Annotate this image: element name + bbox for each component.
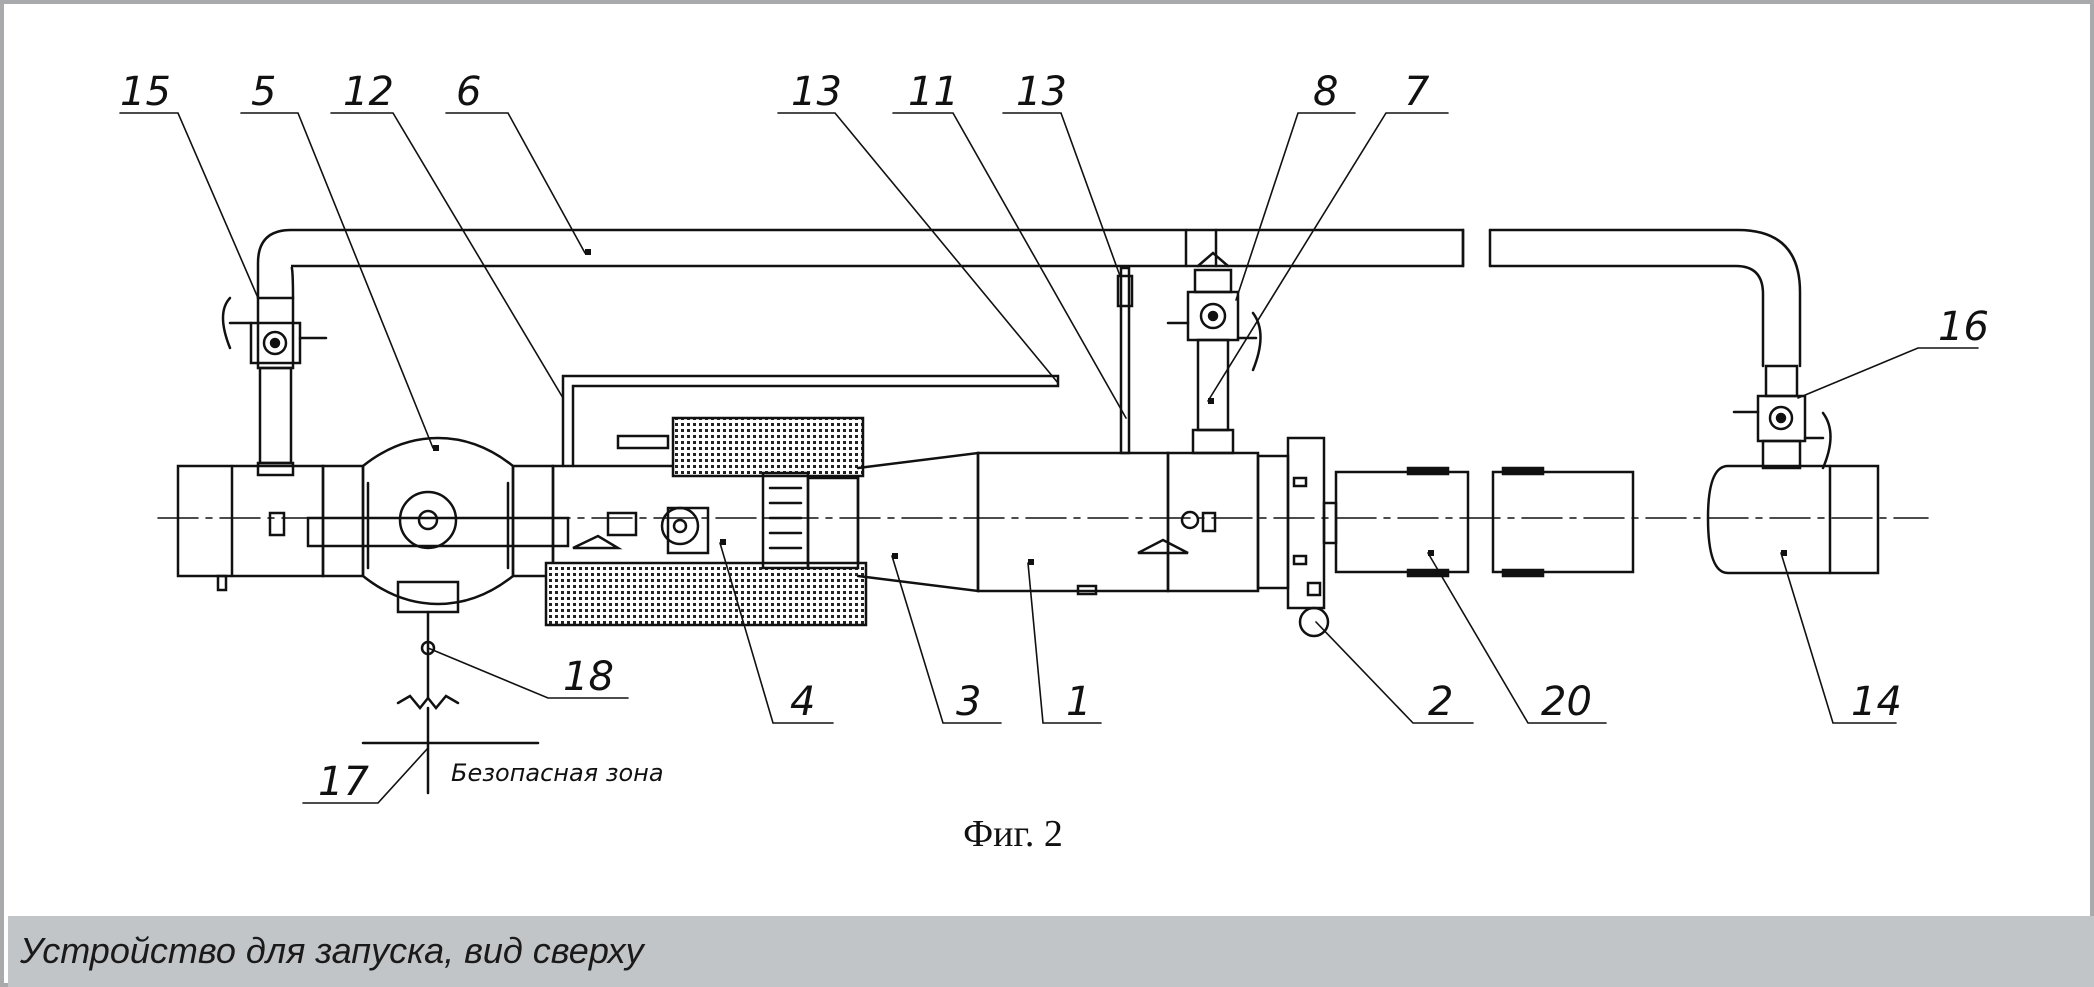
safe-zone-label: Безопасная зона [451, 759, 664, 787]
callout-16: 16 [1938, 304, 1989, 350]
closure-flange [1256, 436, 1338, 638]
leader-lines [119, 112, 1979, 804]
callout-20: 20 [1541, 679, 1592, 725]
figure-title: Фиг. 2 [963, 813, 1063, 855]
ball-valve [306, 436, 570, 700]
callout-15: 15 [120, 69, 171, 115]
callout-8: 8 [1313, 69, 1338, 115]
callout-1: 1 [1066, 679, 1091, 725]
callout-17: 17 [318, 759, 369, 805]
callout-13-left: 13 [791, 69, 842, 115]
callout-6: 6 [456, 69, 481, 115]
callout-14: 14 [1851, 679, 1902, 725]
launch-section [544, 374, 1060, 627]
valve-center [1166, 251, 1262, 455]
callout-4: 4 [790, 679, 815, 725]
callout-7: 7 [1404, 69, 1430, 115]
callout-2: 2 [1428, 679, 1453, 725]
caption-text: Устройство для запуска, вид сверху [20, 930, 644, 971]
extension-pipe [1334, 466, 1635, 578]
end-vessel [1706, 464, 1880, 575]
callout-5: 5 [251, 69, 276, 115]
callout-18: 18 [563, 654, 614, 700]
conical-reducer [856, 451, 980, 593]
main-chamber [976, 266, 1260, 596]
leader-dots [433, 249, 1787, 565]
valve-right [1732, 364, 1832, 470]
callout-3: 3 [956, 679, 981, 725]
callout-12: 12 [343, 69, 394, 115]
caption-bar: Устройство для запуска, вид сверху [8, 916, 2094, 987]
callout-13-right: 13 [1016, 69, 1067, 115]
technical-drawing: 15 5 12 6 13 11 13 8 7 16 18 17 4 3 1 2 … [119, 69, 1989, 855]
bypass-pipe [256, 228, 1802, 368]
callout-11: 11 [908, 69, 959, 115]
drain-line [361, 694, 540, 795]
valve-left [221, 296, 328, 477]
left-chamber [176, 464, 325, 592]
